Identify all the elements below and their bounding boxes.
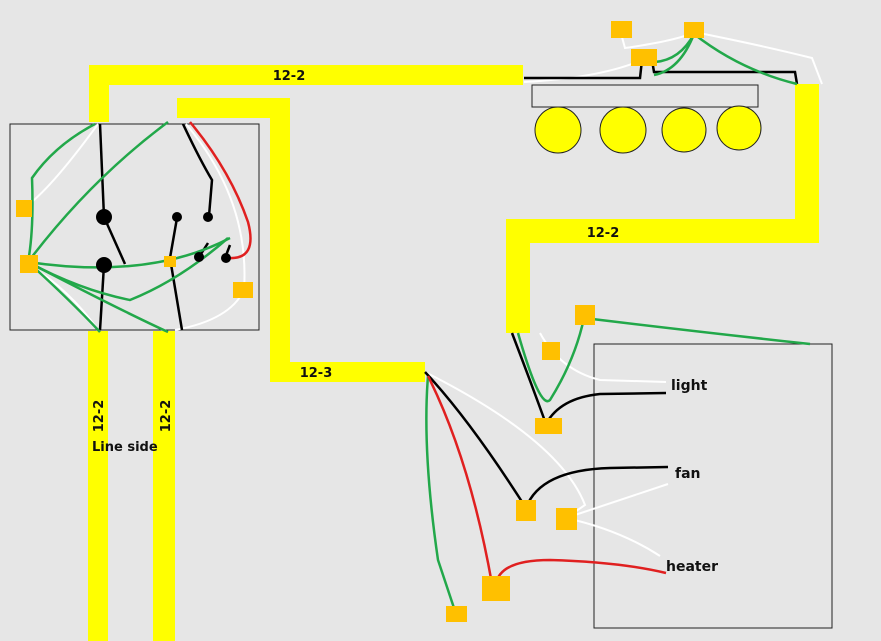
terminal <box>194 252 204 262</box>
load-fan-label: fan <box>675 466 701 482</box>
terminal <box>221 253 231 263</box>
cable-left-1-label: 12-2 <box>92 400 107 433</box>
bulb <box>534 106 582 154</box>
traveler-wires <box>189 121 667 585</box>
wire-nut <box>535 418 562 434</box>
cables <box>88 65 819 641</box>
switch-terminals <box>96 209 231 273</box>
wire-connectors <box>16 21 704 622</box>
wire-nut <box>684 22 704 38</box>
cable-left-1 <box>88 331 108 641</box>
cable-left-2-label: 12-2 <box>159 400 174 433</box>
load-light-label: light <box>671 378 708 394</box>
line-side-label: Line side <box>92 440 158 455</box>
wire-nut <box>516 500 536 521</box>
fixture-bar <box>531 84 759 108</box>
terminal <box>172 212 182 222</box>
switch-box <box>9 123 260 331</box>
wire-nut <box>575 305 595 325</box>
bulb <box>716 105 762 151</box>
bulb <box>661 107 707 153</box>
light-fixture <box>531 84 762 154</box>
wire-nut <box>16 200 32 217</box>
cable-right <box>506 84 819 333</box>
cable-right-label: 12-2 <box>587 226 620 241</box>
terminal <box>203 212 213 222</box>
terminal <box>96 257 112 273</box>
bulb <box>599 106 647 154</box>
wire-nut <box>446 606 467 622</box>
cable-top <box>89 65 523 122</box>
load-heater-label: heater <box>666 559 718 575</box>
wire-nut <box>556 508 577 530</box>
wire-nut <box>233 282 253 298</box>
wire-nut <box>482 576 510 601</box>
wire-nut <box>631 49 657 66</box>
wire-nut <box>542 342 560 360</box>
wire-nut <box>20 255 38 273</box>
wire-nut <box>611 21 632 38</box>
cable-left-2 <box>153 331 175 641</box>
terminal <box>96 209 112 225</box>
load-box <box>593 343 833 629</box>
cable-middle-label: 12-3 <box>300 366 333 381</box>
cable-middle <box>177 98 425 382</box>
wire-nut <box>164 256 176 267</box>
ground-wires <box>26 33 811 615</box>
cable-top-label: 12-2 <box>273 69 306 84</box>
